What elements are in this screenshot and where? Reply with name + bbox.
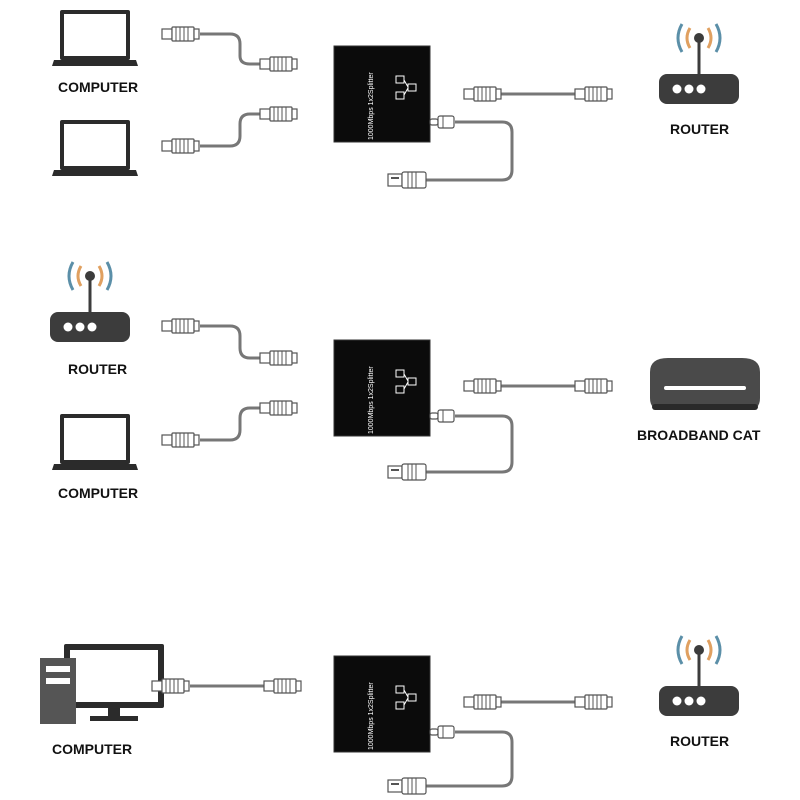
router-icon bbox=[48, 260, 132, 344]
ethernet-cable bbox=[200, 324, 260, 360]
rj45-connector-icon bbox=[574, 378, 613, 394]
usb-c-connector-icon bbox=[429, 115, 455, 129]
laptop-icon bbox=[52, 414, 138, 470]
splitter-label: 1000Mbps 1x2Splitter bbox=[368, 682, 375, 750]
rj45-connector-icon bbox=[161, 432, 200, 448]
splitter-label: 1000Mbps 1x2Splitter bbox=[368, 366, 375, 434]
rj45-connector-icon bbox=[259, 350, 298, 366]
label-computer: COMPUTER bbox=[52, 741, 132, 757]
label-computer: COMPUTER bbox=[58, 485, 138, 501]
rj45-connector-icon bbox=[463, 86, 502, 102]
usb-c-connector-icon bbox=[429, 725, 455, 739]
splitter-label: 1000Mbps 1x2Splitter bbox=[368, 72, 375, 140]
rj45-connector-icon bbox=[263, 678, 302, 694]
ethernet-cable bbox=[200, 406, 260, 442]
usb-cable bbox=[426, 120, 514, 182]
modem-icon bbox=[650, 358, 760, 410]
rj45-connector-icon bbox=[574, 694, 613, 710]
rj45-connector-icon bbox=[574, 86, 613, 102]
rj45-connector-icon bbox=[151, 678, 190, 694]
ethernet-cable bbox=[200, 112, 260, 148]
ethernet-cable bbox=[200, 32, 260, 66]
splitter-icon bbox=[333, 655, 431, 753]
desktop-pc-icon bbox=[40, 644, 164, 724]
label-router: ROUTER bbox=[670, 121, 729, 137]
splitter-icon bbox=[333, 339, 431, 437]
rj45-connector-icon bbox=[259, 56, 298, 72]
rj45-connector-icon bbox=[161, 318, 200, 334]
router-icon bbox=[657, 22, 741, 106]
rj45-connector-icon bbox=[161, 138, 200, 154]
laptop-icon bbox=[52, 120, 138, 176]
label-broadband-cat: BROADBAND CAT bbox=[637, 427, 761, 443]
label-router: ROUTER bbox=[68, 361, 127, 377]
router-icon bbox=[657, 634, 741, 718]
label-computer: COMPUTER bbox=[58, 79, 138, 95]
usb-connector-icon bbox=[387, 777, 427, 795]
label-router: ROUTER bbox=[670, 733, 729, 749]
rj45-connector-icon bbox=[259, 106, 298, 122]
rj45-connector-icon bbox=[463, 378, 502, 394]
section-2: ROUTER COMPUTER 1000Mbps 1x2Splitter BRO… bbox=[48, 260, 761, 501]
usb-connector-icon bbox=[387, 171, 427, 189]
rj45-connector-icon bbox=[161, 26, 200, 42]
usb-cable bbox=[426, 730, 514, 788]
splitter-icon bbox=[333, 45, 431, 143]
rj45-connector-icon bbox=[463, 694, 502, 710]
usb-c-connector-icon bbox=[429, 409, 455, 423]
section-1: COMPUTER 1000Mbps 1x2Splitter ROUTER bbox=[52, 10, 741, 189]
usb-cable bbox=[426, 414, 514, 474]
laptop-icon bbox=[52, 10, 138, 66]
rj45-connector-icon bbox=[259, 400, 298, 416]
section-3: COMPUTER 1000Mbps 1x2Splitter ROUTER bbox=[40, 634, 741, 795]
usb-connector-icon bbox=[387, 463, 427, 481]
